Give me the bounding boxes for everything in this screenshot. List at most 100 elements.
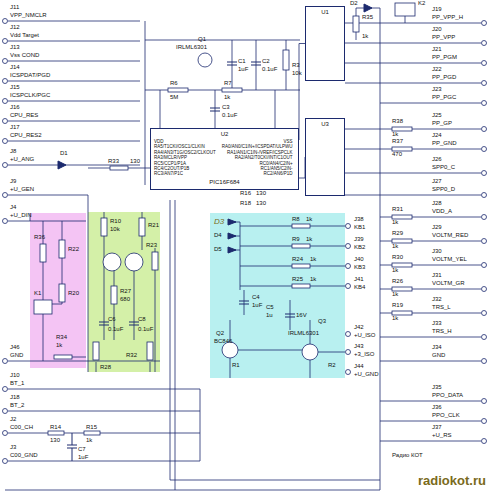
component-value: 16V [296,312,307,318]
signal-label: ICSPCLK/PGC [10,92,50,98]
ref-designator: J39 [354,236,364,242]
signal-label: GND [432,352,445,358]
component-value: 1k [306,236,312,242]
ref-designator: J33 [432,320,442,326]
signal-label: Vdd Target [10,32,39,38]
pin-name: RC2/AN6/P1D [222,171,293,176]
ref-designator: R34 [56,334,67,340]
ref-designator: J26 [432,156,442,162]
signal-label: +U_RS [432,432,452,438]
ref-designator: R6 [170,80,178,86]
ref-designator: R10 [110,218,121,224]
component-value: 1uF [78,454,88,460]
ref-designator: R16 [240,190,251,196]
ref-designator: J29 [432,224,442,230]
ref-designator: J17 [10,124,20,130]
ref-designator: BC846 [214,338,232,344]
component-value: 130 [130,158,140,164]
ref-designator: J44 [354,363,364,369]
ref-designator: C2 [262,58,270,64]
ref-designator: R14 [50,424,61,430]
ref-designator: KB4 [354,284,365,290]
ref-designator: J28 [432,200,442,206]
ref-designator: R8 [292,216,300,222]
component-symbols [3,3,487,464]
ref-designator: D1 [60,150,68,156]
pin-name: RA1/AN1/C1IN-/VREF/ICSPCLK [222,150,293,155]
ic-designator: U2 [154,131,295,137]
ref-designator: J8 [10,148,16,154]
signal-label: ICSPDAT/PGD [10,72,50,78]
signal-label: +U_ANG [10,156,34,162]
signal-label: CPU_RES2 [10,132,42,138]
signal-label: BT_2 [10,402,24,408]
ref-designator: R30 [392,254,403,260]
ref-designator: J42 [354,324,364,330]
component-value: 470 [392,151,402,157]
ref-designator: R35 [362,14,373,20]
ref-designator: C6 [108,316,116,322]
pin-name: RC1/AN5/C2IN- [222,166,293,171]
wires [5,8,481,490]
ref-designator: J4 [10,204,16,210]
component-value: 0.1uF [138,326,153,332]
signal-label: IRLML6301 [288,330,319,336]
component-value: 1k [362,33,368,39]
component-value: 10k [110,226,120,232]
signal-label: TRS_H [432,328,452,334]
watermark: D3 [214,218,224,226]
ref-designator: J37 [432,424,442,430]
ref-designator: J11 [10,4,19,10]
ref-designator: Q2 [216,330,224,336]
ref-designator: R38 [392,118,403,124]
signal-label: Vss COND [10,52,39,58]
component-value: 1k [392,267,398,273]
component-value: 10k [292,70,302,76]
ref-designator: J20 [432,26,442,32]
signal-label: PP_GP [432,120,452,126]
ic-designator: U3 [309,121,341,127]
signal-label: +U_ISO [354,332,376,338]
signal-label: PP_VPP_H [432,14,463,20]
ref-designator: C8 [138,316,146,322]
ref-designator: R22 [68,246,79,252]
signal-label: PP_VPP [432,34,455,40]
signal-label: +U_GEN [10,186,34,192]
signal-label: Радио КОТ [392,452,423,458]
ref-designator: J23 [432,86,442,92]
ref-designator: C4 [252,294,260,300]
signal-label: SPP0_C [432,164,455,170]
ref-designator: R37 [392,138,403,144]
component-value: 1k [224,94,230,100]
component-value: 0.1uF [262,66,277,72]
ref-designator: J14 [10,64,20,70]
ref-designator: R29 [392,230,403,236]
ref-designator: J2 [10,416,16,422]
ref-designator: KB1 [354,224,365,230]
ref-designator: J19 [432,6,442,12]
signal-label: C00_CH [10,424,33,430]
highlight-region [30,213,86,368]
ref-designator: C7 [78,446,86,452]
signal-label: TRS_L [432,304,451,310]
component-value: 5M [170,94,178,100]
component-value: 1k [56,342,62,348]
ref-designator: Q1 [198,36,206,42]
pin-columns: VDDRA5/T1CKI/OSC1/CLKINRA4/AN3/T1G/OSC2/… [154,139,295,177]
ref-designator: D4 [214,232,222,238]
ref-designator: C1 [238,58,246,64]
signal-label: PPO_DATA [432,392,463,398]
component-value: 130 [256,190,266,196]
pin-name: RA3/MCLR/VPP [154,155,216,160]
ref-designator: J9 [10,178,16,184]
signal-label: IRLML6301 [176,44,207,50]
highlight-region [210,213,345,378]
ref-designator: J15 [10,84,20,90]
signal-label: VOLTM_YEL [432,256,467,262]
signal-label: +U_GND [354,371,379,377]
ref-designator: C5 [266,304,274,310]
component-value: 1k [392,131,398,137]
signal-label: CPU_RES [10,112,38,118]
ref-designator: R25 [292,276,303,282]
ref-designator: KB2 [354,244,365,250]
